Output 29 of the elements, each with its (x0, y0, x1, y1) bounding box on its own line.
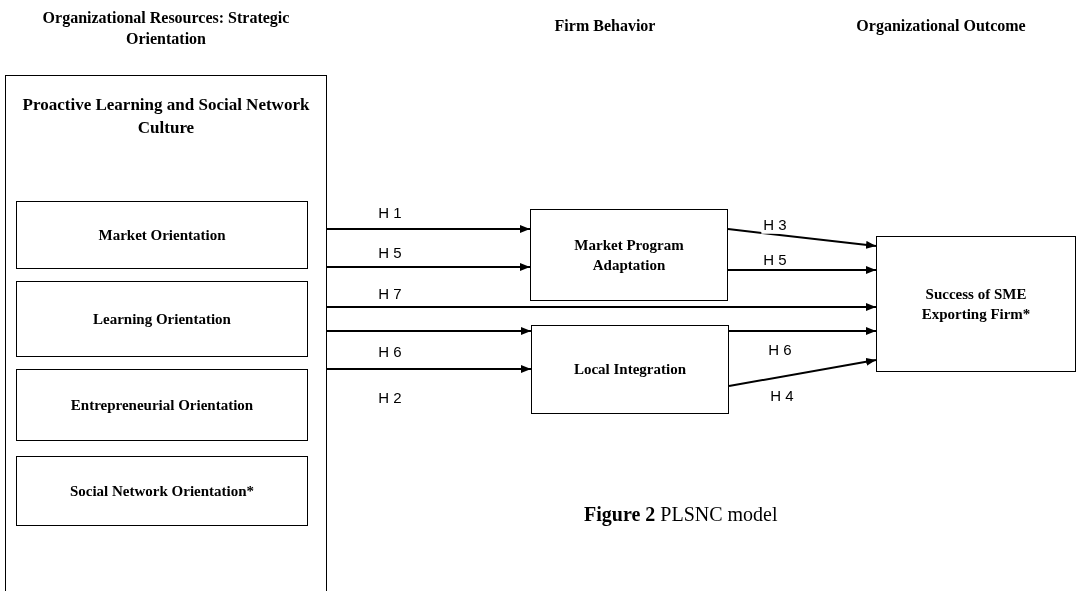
arrow (326, 303, 877, 311)
box-label: Market Program Adaptation (573, 235, 685, 275)
arrow (727, 266, 877, 274)
box-label: Entrepreneurial Orientation (70, 395, 254, 415)
box-label: Proactive Learning and Social Network Culture (21, 94, 311, 139)
column-heading: Firm Behavior (553, 16, 657, 36)
arrow (728, 357, 877, 387)
box-label: Local Integration (573, 360, 687, 380)
column-heading: Organizational Resources: Strategic Orientation (41, 8, 291, 49)
concept-box (16, 281, 308, 357)
arrow (326, 225, 531, 233)
figure-caption: Figure 2 PLSNC model (584, 503, 778, 526)
arrow (326, 263, 531, 271)
concept-box (5, 75, 327, 591)
box-label: Social Network Orientation* (69, 481, 255, 501)
concept-box (876, 236, 1076, 372)
concept-box (531, 325, 729, 414)
box-label: Learning Orientation (93, 309, 231, 329)
arrow (326, 327, 532, 335)
concept-box (530, 209, 728, 301)
concept-box (16, 201, 308, 269)
arrow (728, 327, 877, 335)
arrow (326, 365, 532, 373)
concept-box (16, 369, 308, 441)
box-label: Success of SME Exporting Firm* (920, 284, 1032, 324)
column-heading: Organizational Outcome (855, 16, 1027, 37)
arrow (727, 228, 877, 249)
concept-box (16, 456, 308, 526)
box-label: Market Orientation (98, 225, 226, 245)
